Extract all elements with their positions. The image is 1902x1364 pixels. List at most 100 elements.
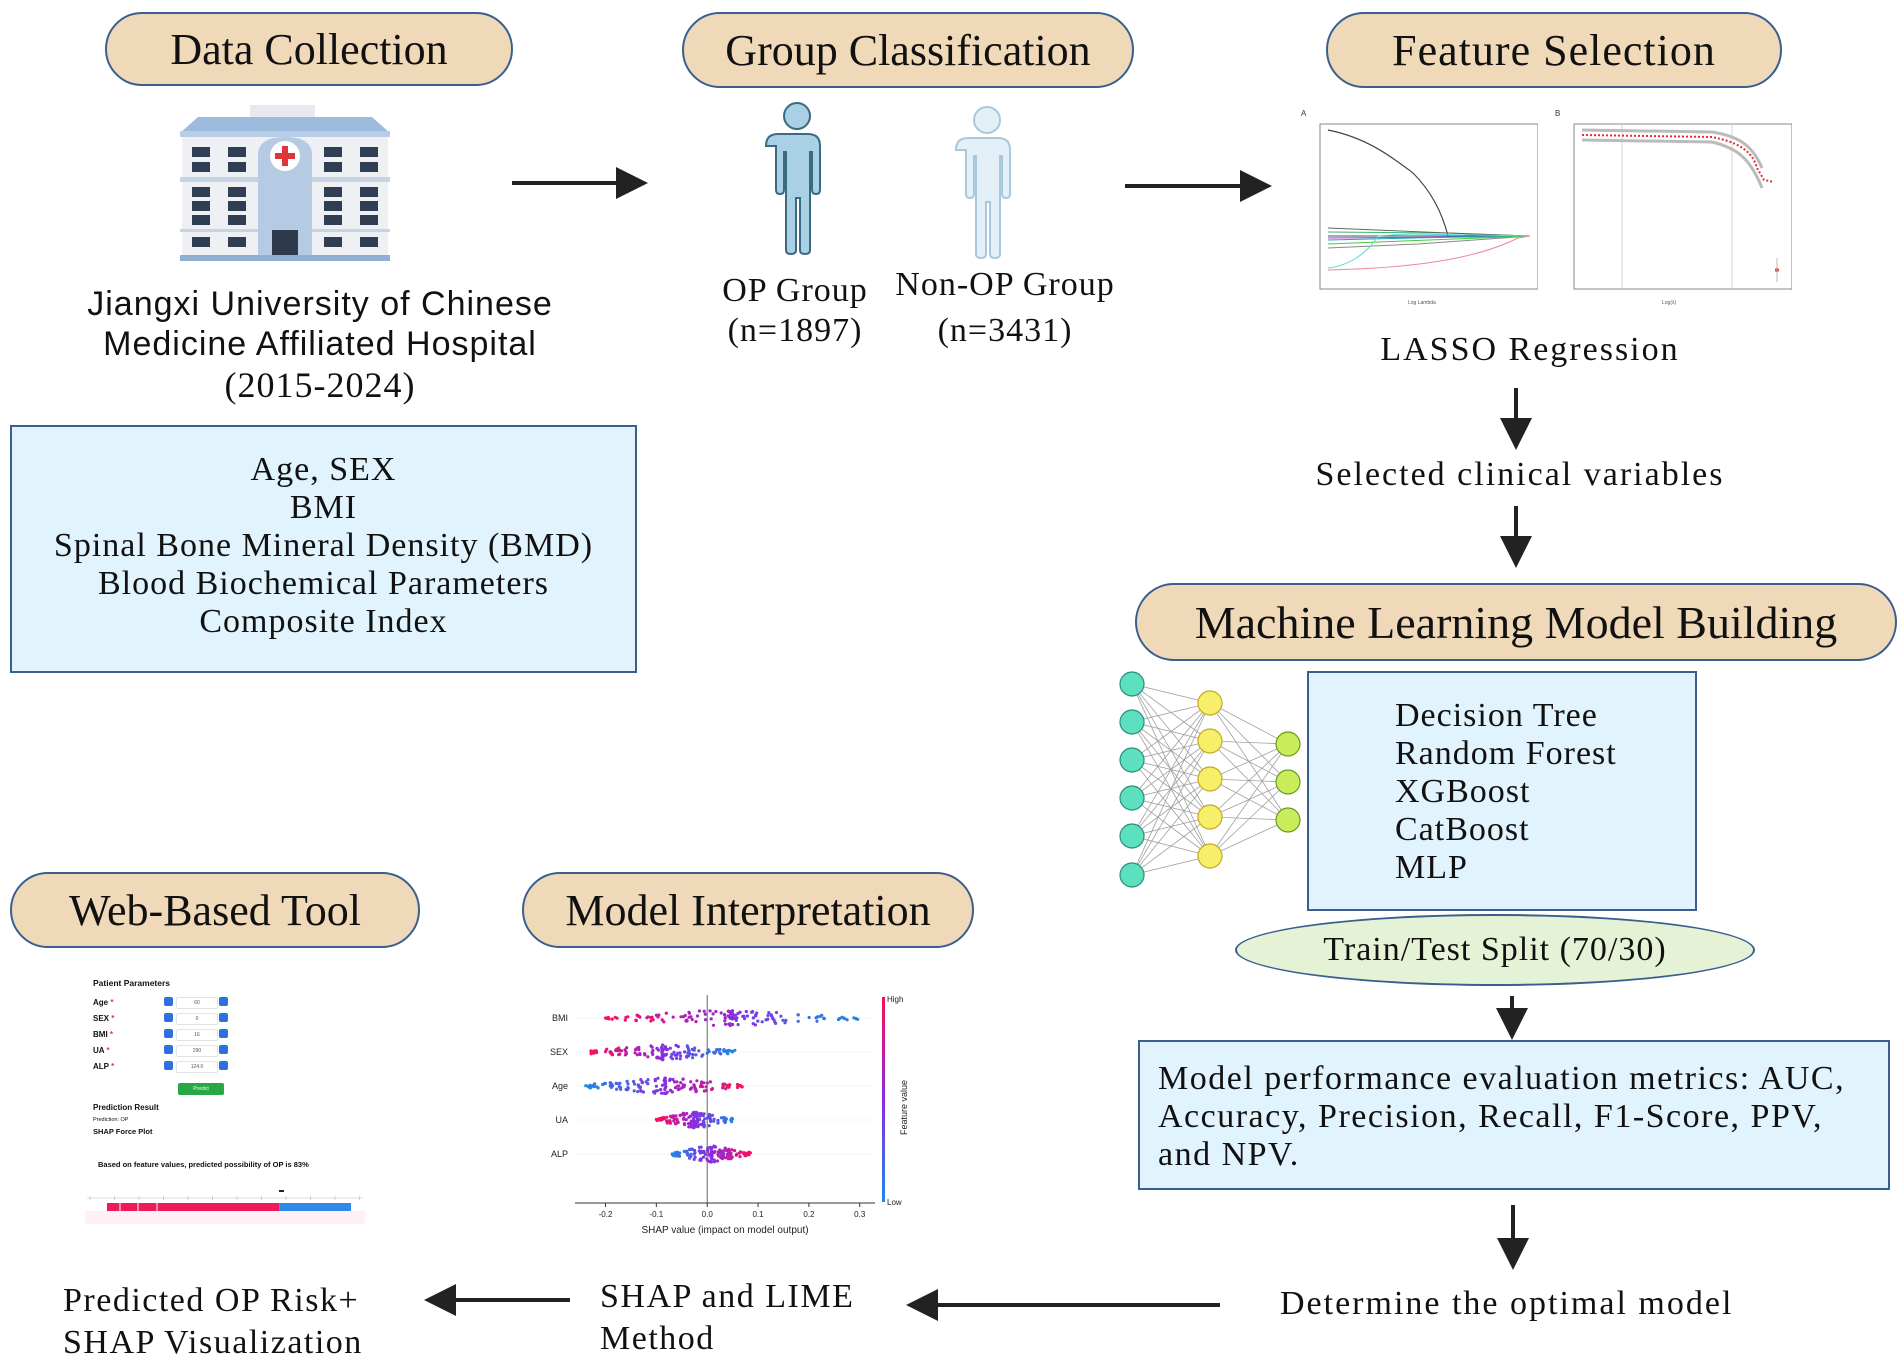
shap-point	[610, 1017, 614, 1021]
shap-point	[726, 1155, 730, 1159]
shap-point	[715, 1048, 719, 1052]
predict-button[interactable]: Predict	[178, 1083, 224, 1095]
param-name: UA	[93, 1046, 105, 1055]
shap-point	[668, 1046, 672, 1050]
shap-point	[699, 1082, 703, 1086]
decrement-button[interactable]	[164, 1013, 173, 1022]
shap-point	[691, 1056, 695, 1060]
shap-point	[820, 1013, 824, 1017]
increment-button[interactable]	[219, 1029, 228, 1038]
decrement-button[interactable]	[164, 1061, 173, 1070]
shap-point	[663, 1078, 667, 1082]
shap-point	[766, 1013, 770, 1018]
shap-point	[748, 1151, 752, 1155]
nn-node-layer-1	[1197, 843, 1223, 869]
shap-point	[694, 1053, 698, 1057]
non-op-person-icon	[954, 106, 1011, 260]
shap-point	[744, 1009, 748, 1014]
param-input-age[interactable]: 60	[176, 997, 218, 1009]
nn-node-layer-2	[1275, 769, 1301, 795]
shap-point	[709, 1119, 713, 1124]
shap-point	[718, 1148, 722, 1152]
param-input-bmi[interactable]: 16	[176, 1029, 218, 1041]
shap-point	[742, 1014, 746, 1018]
shap-point	[636, 1083, 640, 1087]
shap-point	[696, 1125, 700, 1129]
shap-point	[774, 1010, 779, 1015]
shap-point	[719, 1151, 724, 1155]
shap-point	[634, 1047, 638, 1051]
param-input-ua[interactable]: 290	[176, 1045, 218, 1057]
decrement-button[interactable]	[164, 1045, 173, 1054]
increment-button[interactable]	[219, 1061, 228, 1070]
decrement-button[interactable]	[164, 997, 173, 1006]
shap-point	[668, 1121, 672, 1125]
shap-point	[719, 1156, 723, 1160]
shap-point	[856, 1017, 860, 1021]
shap-point	[715, 1159, 720, 1163]
param-input-alp[interactable]: 124.0	[176, 1061, 218, 1073]
colorbar-title: Feature value	[899, 1080, 909, 1135]
metrics-line: Model performance evaluation metrics: AU…	[1158, 1060, 1846, 1097]
model-item: XGBoost	[1395, 773, 1531, 810]
shap-point	[626, 1082, 630, 1086]
shap-point	[702, 1112, 706, 1116]
shap-point	[760, 1020, 764, 1024]
model-item: MLP	[1395, 849, 1468, 886]
shap-tick-label: 0.3	[854, 1210, 866, 1219]
shap-point	[674, 1043, 678, 1047]
shap-point	[735, 1016, 739, 1020]
shap-point	[685, 1111, 689, 1116]
decrement-button[interactable]	[164, 1029, 173, 1038]
shap-point	[693, 1148, 697, 1153]
shap-point	[659, 1057, 663, 1061]
shap-point	[692, 1120, 696, 1124]
shap-point	[697, 1009, 701, 1013]
shap-feature-label: ALP	[551, 1149, 568, 1159]
shap-point	[615, 1087, 619, 1091]
shap-point	[738, 1155, 742, 1159]
shap-force-plot	[85, 1190, 365, 1224]
shap-point	[678, 1151, 682, 1155]
nn-node-layer-0	[1119, 823, 1145, 849]
nn-node-layer-2	[1275, 731, 1301, 757]
nn-node-layer-1	[1197, 728, 1223, 754]
required-mark: *	[109, 1030, 114, 1039]
non-op-group-label: Non-OP Group	[895, 266, 1115, 303]
shap-point	[632, 1089, 636, 1093]
header-web-based-tool: Web-Based Tool	[10, 872, 420, 948]
shap-point	[659, 1046, 663, 1050]
variables-box: Age, SEX BMI Spinal Bone Mineral Density…	[10, 425, 637, 673]
shap-point	[701, 1053, 705, 1057]
force-negative-bar	[279, 1203, 351, 1211]
shap-point	[700, 1150, 704, 1155]
shap-point	[664, 1011, 668, 1015]
shap-point	[684, 1118, 688, 1122]
header-model-interpretation: Model Interpretation	[522, 872, 974, 948]
shap-point	[625, 1046, 629, 1050]
variable-item: Age, SEX	[250, 451, 397, 488]
shap-point	[618, 1052, 622, 1056]
shap-point	[625, 1079, 629, 1083]
shap-point	[683, 1123, 687, 1127]
increment-button[interactable]	[219, 1013, 228, 1022]
shap-point	[677, 1154, 682, 1158]
shap-point	[660, 1091, 664, 1095]
shap-point	[650, 1050, 654, 1054]
shap-point	[693, 1086, 697, 1090]
shap-point	[687, 1115, 691, 1119]
shap-point	[611, 1084, 615, 1088]
shap-point	[729, 1151, 733, 1155]
shap-point	[681, 1113, 685, 1117]
shap-point	[662, 1091, 666, 1095]
nn-node-layer-0	[1119, 785, 1145, 811]
param-input-sex[interactable]: 0	[176, 1013, 218, 1025]
shap-point	[767, 1011, 771, 1015]
increment-button[interactable]	[219, 997, 228, 1006]
shap-point	[619, 1085, 623, 1090]
op-person-icon	[764, 102, 821, 256]
increment-button[interactable]	[219, 1045, 228, 1054]
shap-point	[672, 1050, 676, 1054]
nn-connection	[1131, 816, 1211, 876]
shap-point	[822, 1017, 826, 1021]
